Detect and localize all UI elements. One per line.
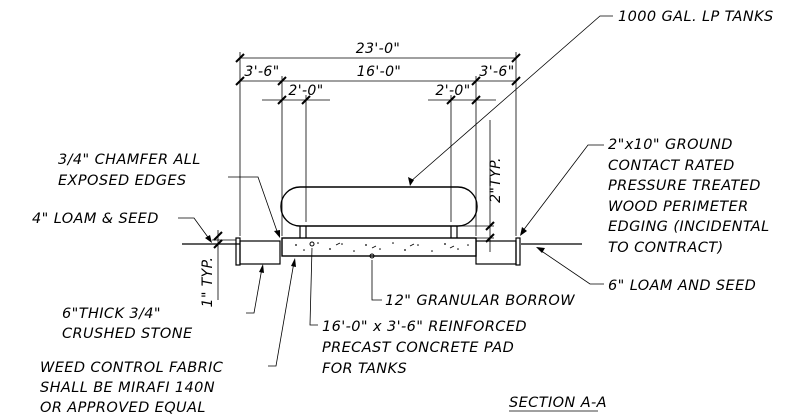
pad-label-3: FOR TANKS [322,361,407,377]
dimension-lines [212,53,521,300]
crushed-stone-left [239,240,281,265]
edging-label-1: 2"x10" GROUND [608,137,733,153]
dim-left: 3'-6" [244,64,279,80]
edging-label-3: PRESSURE TREATED [608,178,761,194]
fabric-label-2: SHALL BE MIRAFI 140N [40,380,215,396]
dim-overall: 23'-0" [356,41,400,57]
concrete-pad [281,237,477,259]
pad-label-2: PRECAST CONCRETE PAD [322,340,514,356]
dim-typ-vertical: 2"TYP. [488,157,504,203]
fabric-label-1: WEED CONTROL FABRIC [40,360,224,376]
edging-label-2: CONTACT RATED [608,158,735,174]
crushed-stone-label-1: 6"THICK 3/4" [62,306,161,322]
pad-label-1: 16'-0" x 3'-6" REINFORCED [322,319,527,335]
chamfer-label-1: 3/4" CHAMFER ALL [58,152,201,168]
edging-label-6: TO CONTRACT) [608,240,724,256]
extension-lines [239,52,517,236]
dim-center: 16'-0" [357,64,401,80]
dim-depth-typ: 1" TYP. [200,257,216,308]
edging-label-5: EDGING (INCIDENTAL [608,219,770,235]
crushed-stone-right [475,240,517,265]
fabric-label-3: OR APPROVED EQUAL [40,400,206,416]
granular-label: 12" GRANULAR BORROW [385,293,575,309]
loam-right-label: 6" LOAM AND SEED [608,278,756,294]
chamfer-label-2: EXPOSED EDGES [58,173,187,189]
section-title: SECTION A-A [509,395,607,411]
tanks-label: 1000 GAL. LP TANKS [618,9,774,25]
dim-inner-right: 2'-0" [435,83,470,99]
leaders [178,15,613,367]
lp-tank [280,186,478,238]
wood-edging [235,237,521,266]
loam-left-label: 4" LOAM & SEED [32,211,159,227]
crushed-stone-label-2: CRUSHED STONE [62,326,193,342]
dim-inner-left: 2'-0" [288,83,323,99]
edging-label-4: WOOD PERIMETER [608,199,749,215]
dim-right: 3'-6" [479,64,514,80]
